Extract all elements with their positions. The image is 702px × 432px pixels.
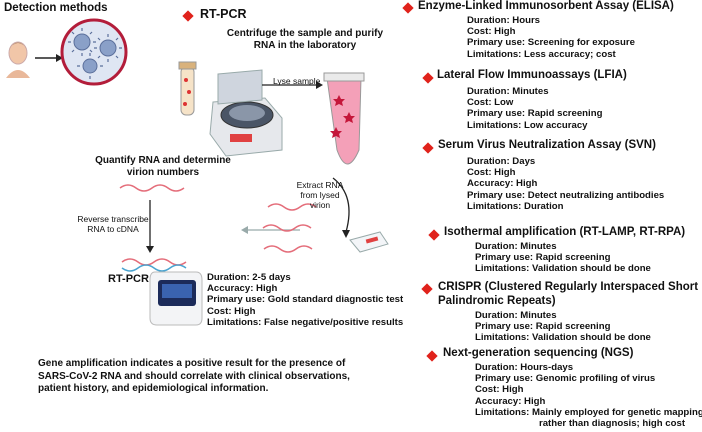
extract-label: Extract RNA from lysed virion — [296, 180, 344, 210]
lfia-details: Duration: Minutes Cost: Low Primary use:… — [467, 86, 603, 131]
crispr-details: Duration: Minutes Primary use: Rapid scr… — [475, 310, 651, 344]
centrifuge-step: Centrifuge the sample and purify RNA in … — [226, 28, 384, 51]
svn-details: Duration: Days Cost: High Accuracy: High… — [467, 156, 665, 212]
centrifuge-icon — [209, 69, 283, 157]
pcr-machine-icon — [149, 271, 203, 326]
quantify-label: Quantify RNA and determine virion number… — [95, 155, 231, 178]
lyse-label: Lyse sample — [273, 76, 321, 86]
rtpcr-details: Duration: 2-5 days Accuracy: High Primar… — [207, 272, 404, 328]
lysed-tube-icon — [323, 72, 365, 165]
isothermal-title: Isothermal amplification (RT-LAMP, RT-RP… — [444, 226, 686, 238]
virus-circle-icon — [60, 18, 128, 86]
reverse-label: Reverse transcribe RNA to cDNA — [77, 214, 149, 234]
small-tube-icon — [349, 231, 389, 253]
pcr-machine-label: RT-PCR — [108, 273, 149, 285]
isothermal-details: Duration: Minutes Primary use: Rapid scr… — [475, 241, 651, 275]
elisa-title: Enzyme-Linked Immunosorbent Assay (ELISA… — [418, 0, 674, 12]
rna-strands-icon — [262, 203, 317, 253]
detection-methods-title: Detection methods — [4, 2, 108, 14]
ngs-details: Duration: Hours-days Primary use: Genomi… — [475, 362, 702, 429]
person-icon — [6, 41, 30, 78]
rtpcr-title: RT-PCR — [200, 7, 247, 21]
lfia-title: Lateral Flow Immunoassays (LFIA) — [437, 69, 627, 81]
cdna-strands-icon — [119, 184, 187, 272]
elisa-details: Duration: Hours Cost: High Primary use: … — [467, 15, 635, 60]
sample-tube-icon — [178, 61, 197, 116]
crispr-title: CRISPR (Clustered Regularly Interspaced … — [438, 281, 699, 307]
ngs-title: Next-generation sequencing (NGS) — [443, 347, 634, 359]
gene-amplification-note: Gene amplification indicates a positive … — [38, 358, 350, 394]
svn-title: Serum Virus Neutralization Assay (SVN) — [438, 139, 656, 151]
